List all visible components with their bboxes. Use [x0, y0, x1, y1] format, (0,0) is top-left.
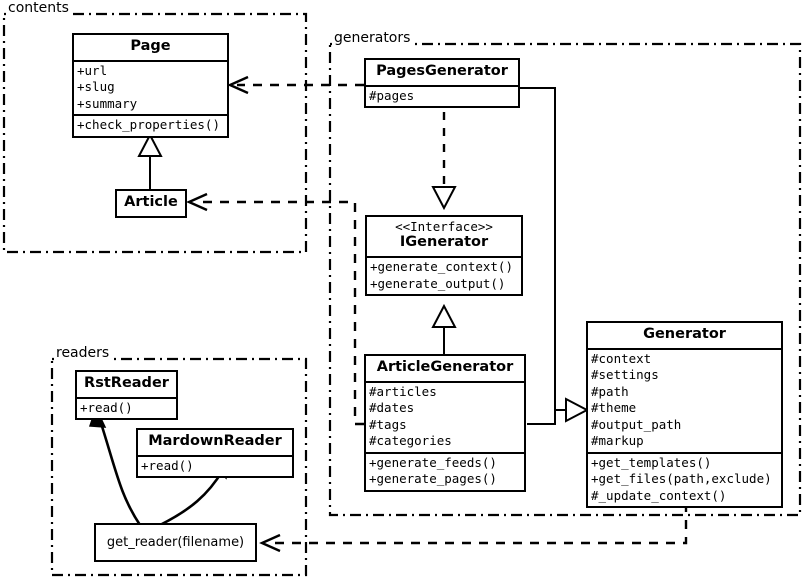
dependency-generator-getreader — [269, 503, 688, 545]
class-method: +check_properties() — [77, 117, 220, 133]
class-attribute: #settings — [591, 367, 659, 383]
class-method: +read() — [141, 457, 194, 473]
class-methods-generator: +get_templates() +get_files(path,exclude… — [588, 451, 781, 507]
class-box-mardown-reader[interactable]: MardownReader +read() — [136, 428, 294, 479]
realization-arrowhead-igenerator-top — [431, 186, 457, 211]
class-attribute: #tags — [369, 416, 407, 432]
dependency-getreader-rstreader — [98, 419, 142, 526]
class-title-page: Page — [130, 38, 171, 54]
class-methods-rst-reader: +read() — [77, 396, 176, 419]
class-box-page[interactable]: Page +url +slug +summary +check_properti… — [72, 33, 229, 138]
generalization-pagesgenerator-generator — [520, 87, 556, 410]
class-title-mardown-reader: MardownReader — [148, 433, 282, 449]
class-box-article-generator[interactable]: ArticleGenerator #articles #dates #tags … — [364, 354, 526, 492]
package-frame-contents — [2, 12, 308, 254]
class-attributes-page: +url +slug +summary — [74, 59, 227, 115]
class-method: +generate_feeds() — [369, 454, 497, 470]
class-box-pages-generator[interactable]: PagesGenerator #pages — [364, 58, 520, 109]
class-stereotype-igenerator: <<Interface>> — [395, 219, 493, 234]
class-attribute: #output_path — [591, 416, 682, 432]
class-attribute: #pages — [369, 87, 415, 103]
class-method: +generate_context() — [370, 259, 513, 275]
class-title-rst-reader: RstReader — [84, 375, 169, 391]
class-method: +get_templates() — [591, 454, 712, 470]
class-attribute: +summary — [77, 95, 138, 111]
class-title-pages-generator: PagesGenerator — [376, 63, 508, 79]
package-label-readers: readers — [54, 345, 112, 361]
class-method: +generate_output() — [370, 275, 506, 291]
class-methods-article-generator: +generate_feeds() +generate_pages() — [366, 451, 524, 490]
dependency-arrowhead-article — [186, 192, 208, 212]
class-method: +read() — [80, 399, 133, 415]
class-attribute: #categories — [369, 433, 452, 449]
class-box-rst-reader[interactable]: RstReader +read() — [75, 370, 178, 421]
class-methods-mardown-reader: +read() — [138, 454, 292, 477]
class-title-article: Article — [124, 194, 178, 210]
package-frame-generators — [328, 42, 802, 517]
class-method: +get_files(path,exclude) — [591, 471, 772, 487]
class-method: +generate_pages() — [369, 471, 497, 487]
class-attribute: #path — [591, 383, 629, 399]
class-methods-page: +check_properties() — [74, 114, 227, 136]
class-method: #_update_context() — [591, 487, 727, 503]
package-frame-readers — [50, 357, 308, 577]
class-box-article[interactable]: Article — [115, 189, 187, 218]
dependency-arrowhead-getreader — [259, 533, 281, 553]
package-label-generators: generators — [332, 30, 413, 46]
class-attribute: +url — [77, 62, 108, 78]
class-title-article-generator: ArticleGenerator — [376, 359, 514, 375]
class-title-igenerator: IGenerator — [399, 234, 489, 251]
dependency-arrowhead-page — [227, 75, 249, 95]
class-attribute: #context — [591, 350, 652, 366]
generalization-arrowhead-generator — [565, 397, 590, 423]
generalization-arrowhead-page — [137, 132, 163, 157]
function-box-get-reader[interactable]: get_reader(filename) — [94, 523, 257, 562]
generalization-articlegenerator-generator — [527, 409, 567, 425]
class-attributes-generator: #context #settings #path #theme #output_… — [588, 347, 781, 452]
class-methods-igenerator: +generate_context() +generate_output() — [367, 256, 521, 294]
class-box-generator[interactable]: Generator #context #settings #path #them… — [586, 321, 783, 509]
function-label-get-reader: get_reader(filename) — [106, 535, 245, 550]
dependency-articlegenerator-article — [196, 200, 364, 426]
class-box-igenerator[interactable]: <<Interface>> IGenerator +generate_conte… — [365, 215, 523, 297]
class-attribute: +slug — [77, 79, 115, 95]
class-title-generator: Generator — [643, 326, 726, 342]
package-label-contents: contents — [6, 0, 71, 16]
generalization-arrowhead-igenerator-bottom — [431, 303, 457, 328]
class-attribute: #theme — [591, 400, 637, 416]
class-attribute: #markup — [591, 433, 644, 449]
class-attribute: #dates — [369, 400, 415, 416]
class-attribute: #articles — [369, 383, 437, 399]
class-attributes-pages-generator: #pages — [366, 84, 518, 107]
class-attributes-article-generator: #articles #dates #tags #categories — [366, 380, 524, 452]
